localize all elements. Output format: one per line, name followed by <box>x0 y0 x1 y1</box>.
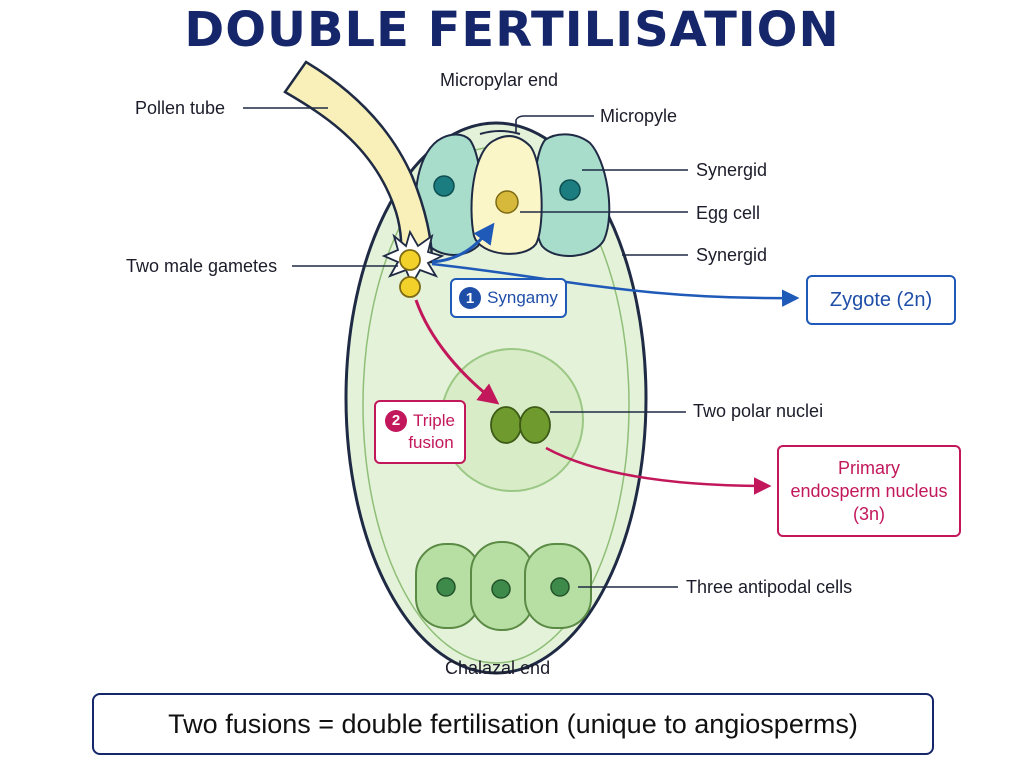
syngamy-arrow <box>431 222 495 264</box>
male-gamete <box>399 249 421 271</box>
zygote-arrow <box>431 262 800 307</box>
polar-nucleus <box>490 406 522 444</box>
micropylar-end-label: Micropylar end <box>440 70 559 90</box>
triple-fusion-line1-row: 2 Triple <box>385 410 455 432</box>
pen-line3: (3n) <box>852 503 885 524</box>
triple-fusion-line2: fusion <box>408 433 454 452</box>
zygote-label: Zygote (2n) <box>829 288 933 311</box>
syngamy-step-badge: 1 <box>459 287 482 309</box>
pen-line2: endosperm nucleus <box>790 480 948 501</box>
antipodal-nucleus <box>550 577 570 597</box>
male-gametes-label: Two male gametes <box>126 256 278 276</box>
polar-nuclei-label: Two polar nuclei <box>693 401 824 421</box>
primary-endosperm-nucleus-box: Primary endosperm nucleus (3n) <box>777 445 961 537</box>
antipodal-cells <box>415 541 592 631</box>
triple-fusion-step-badge: 2 <box>385 410 408 432</box>
leader-micropyle <box>515 115 594 132</box>
pen-line1: Primary <box>838 457 900 478</box>
summary-text: Two fusions = double fertilisation (uniq… <box>168 708 858 739</box>
triple-fusion-line1: Triple <box>413 411 455 430</box>
summary-banner: Two fusions = double fertilisation (uniq… <box>92 693 934 755</box>
pollen-tube-label: Pollen tube <box>135 98 226 118</box>
micropyle-notch <box>479 130 521 135</box>
egg-cell-label: Egg cell <box>696 203 761 223</box>
triple-fusion-arrow <box>414 299 500 405</box>
zygote-result-box: Zygote (2n) <box>806 275 956 325</box>
antipodal-nucleus <box>436 577 456 597</box>
synergid-nucleus <box>433 175 455 197</box>
synergid-bottom-label: Synergid <box>696 245 768 265</box>
polar-nucleus <box>519 406 551 444</box>
micropyle-label: Micropyle <box>600 106 678 126</box>
chalazal-end-label: Chalazal end <box>445 658 551 678</box>
pen-arrow <box>545 446 772 495</box>
triple-fusion-callout: 2 Triple fusion <box>374 400 466 464</box>
antipodal-cells-label: Three antipodal cells <box>686 577 853 597</box>
male-gamete <box>399 276 421 298</box>
antipodal-nucleus <box>491 579 511 599</box>
page-title: DOUBLE FERTILISATION <box>184 2 840 58</box>
syngamy-label: Syngamy <box>487 288 558 307</box>
egg-nucleus <box>495 190 519 214</box>
leader-lines <box>243 107 688 588</box>
syngamy-callout: 1 Syngamy <box>450 278 567 318</box>
synergid-top-label: Synergid <box>696 160 768 180</box>
synergid-nucleus <box>559 179 581 201</box>
